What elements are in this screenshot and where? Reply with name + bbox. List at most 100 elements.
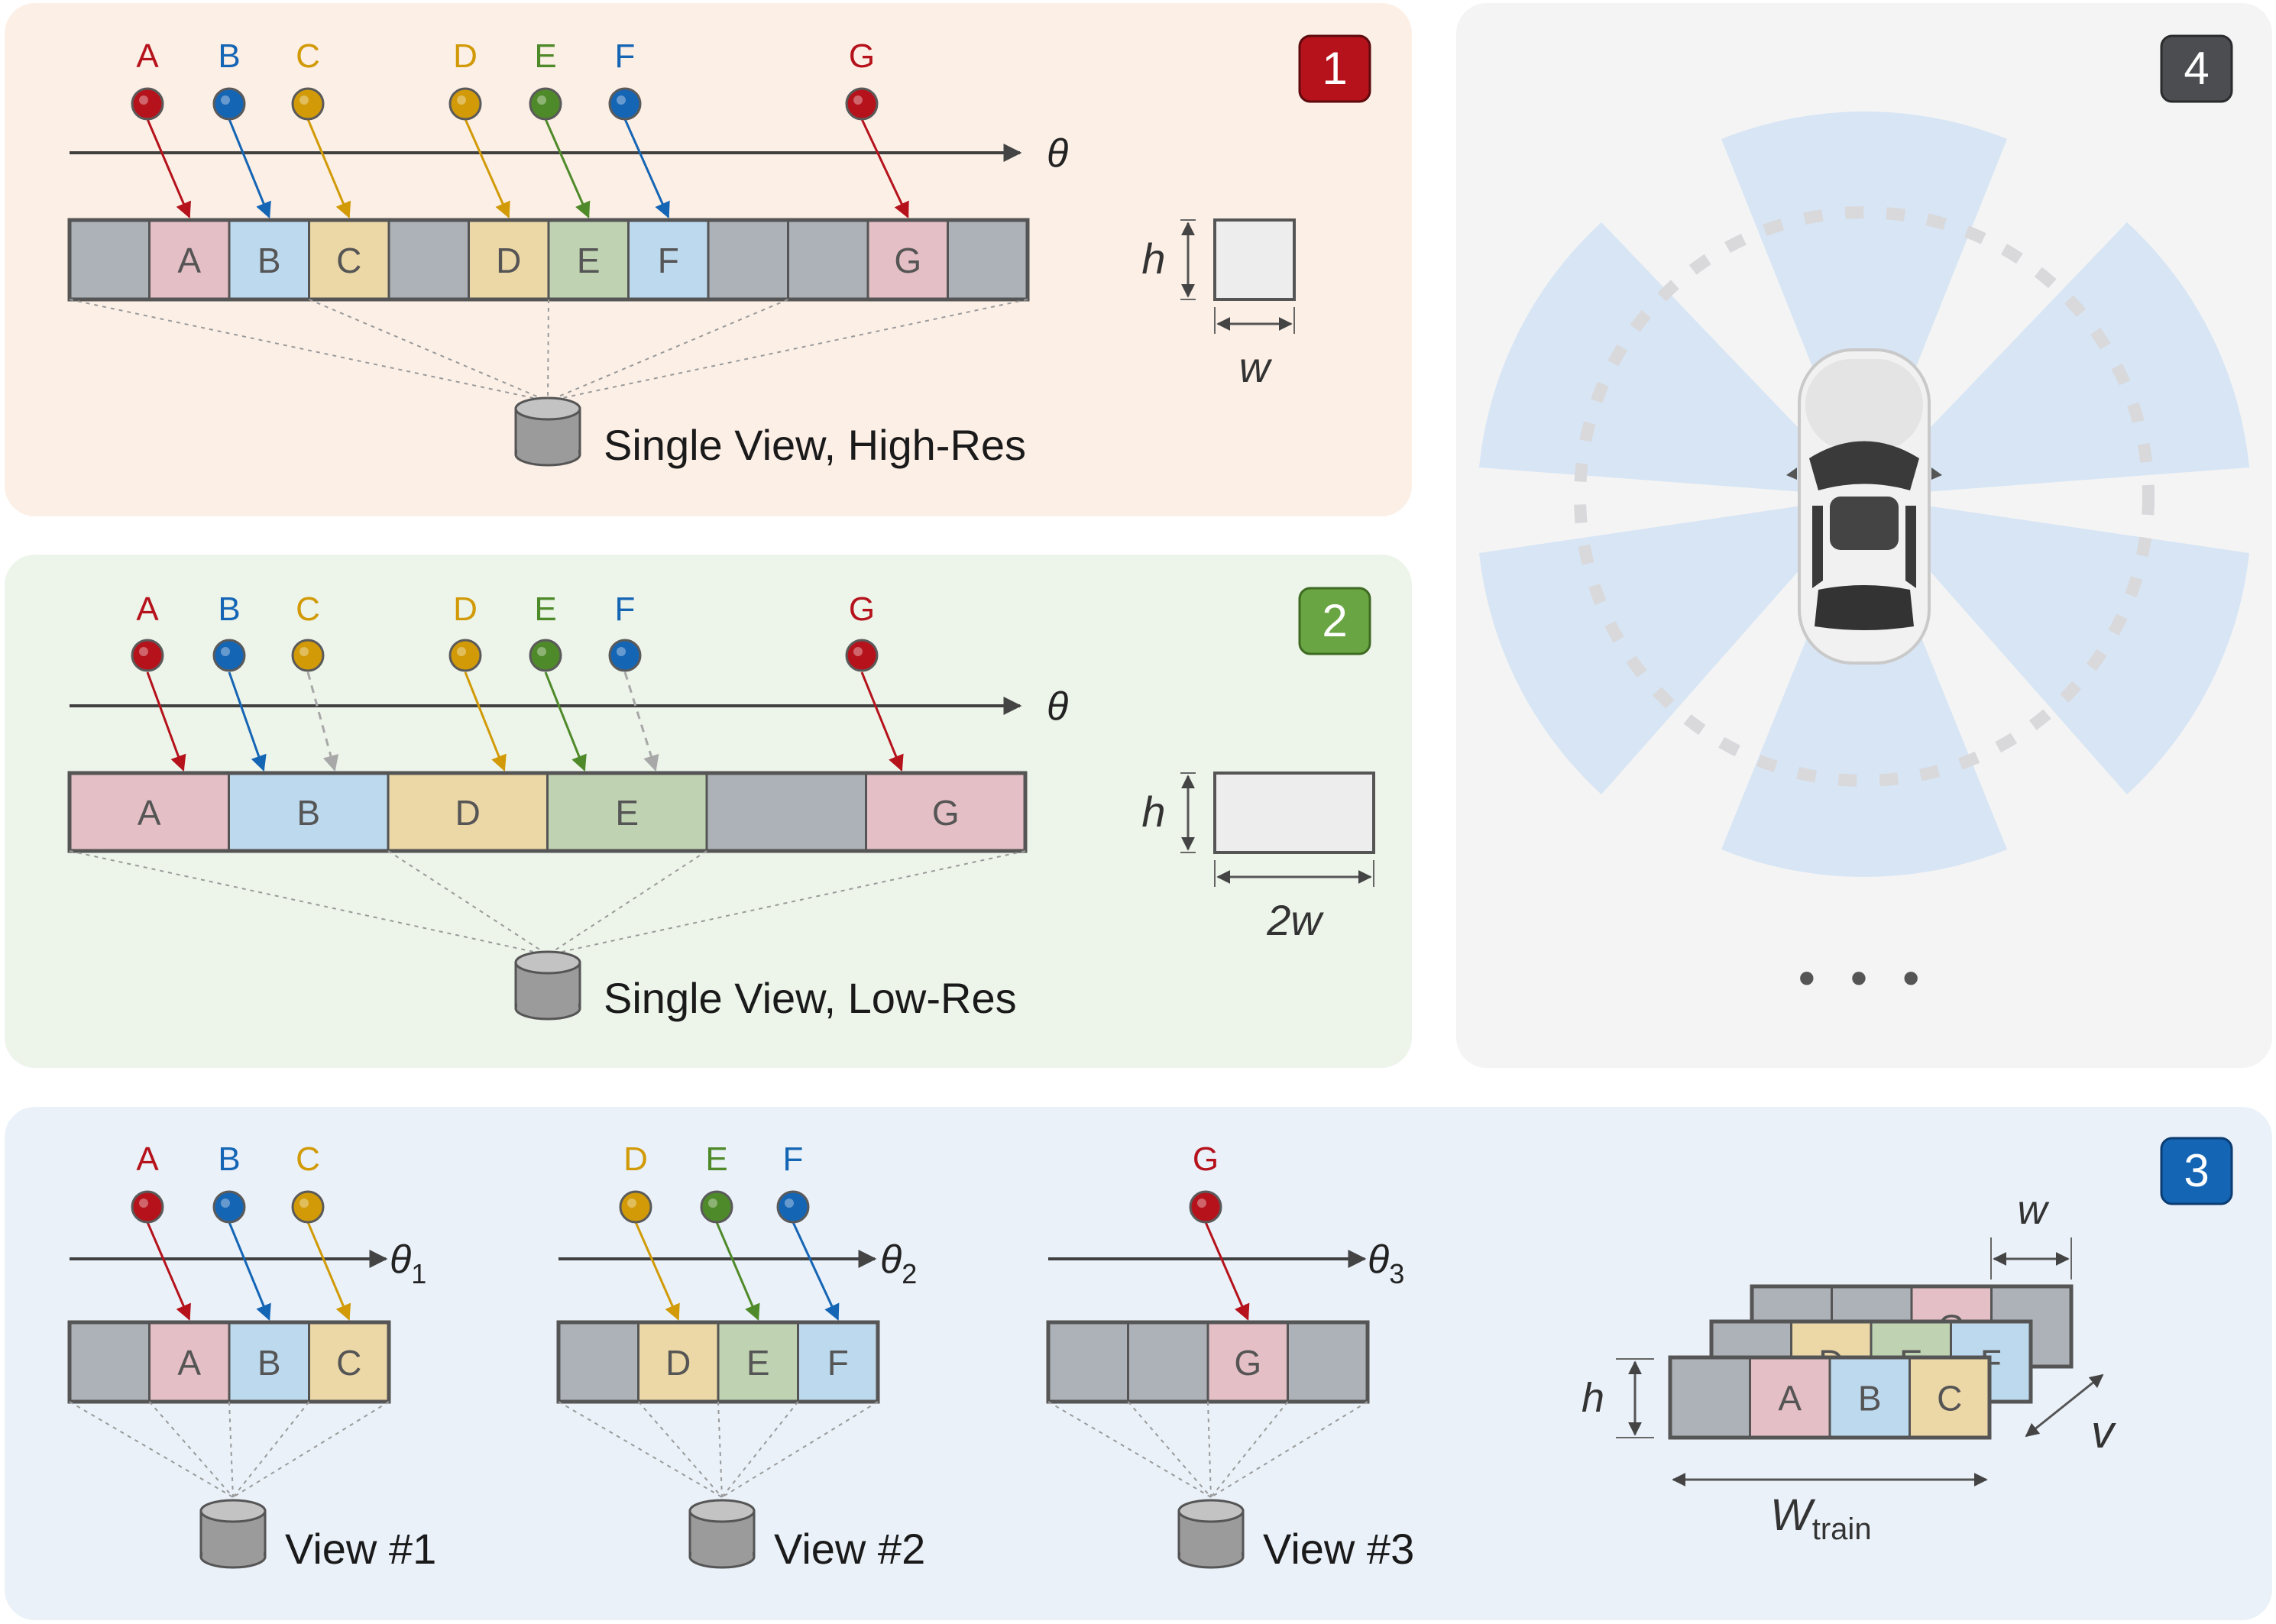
sensor-range-dashed-ring	[1574, 206, 2155, 787]
p1-cell-0	[68, 218, 151, 301]
p1-cell-2	[228, 218, 310, 301]
fov-rear-left	[1479, 497, 1864, 794]
point-dot-highlight-E	[708, 1199, 717, 1208]
point-label-B: B	[218, 590, 240, 628]
projection-arrow-D	[634, 1221, 680, 1321]
p1-cell-label-D: D	[496, 241, 521, 280]
projection-arrow-B	[228, 1221, 271, 1321]
view2-cell-label-D: D	[665, 1343, 691, 1383]
projection-arrow-B	[228, 671, 267, 772]
point-dot-highlight-G	[853, 647, 863, 656]
p1-cell-label-C: C	[336, 241, 361, 280]
view3-caption: View #3	[1263, 1525, 1414, 1573]
projection-arrow-E	[715, 1221, 760, 1321]
projection-arrow-A	[146, 1221, 191, 1321]
point-dot-highlight-G	[1197, 1199, 1206, 1208]
point-dot-C	[291, 639, 325, 672]
point-dot-D	[448, 87, 482, 121]
p1-frustum-ray-0	[69, 299, 549, 402]
p1-cell-9	[787, 218, 869, 301]
theta-axis-subscript: 3	[1389, 1258, 1404, 1289]
p1-cell-11	[947, 218, 1029, 301]
theta-axis-subscript: 2	[902, 1258, 917, 1289]
view1-frustum-ray-4	[232, 1401, 390, 1498]
p2-size-box	[1213, 772, 1375, 854]
stack-front-cell-3	[1909, 1356, 1991, 1439]
view2-cell-label-E: E	[746, 1343, 770, 1383]
stack-front-cell-label-C: C	[1937, 1379, 1962, 1419]
p1-frustum-ray-4	[547, 299, 1028, 402]
point-dot-G	[1189, 1190, 1222, 1224]
projection-arrow-F	[623, 118, 670, 218]
point-dot-B	[212, 1190, 246, 1224]
p1-cell-label-E: E	[577, 241, 601, 280]
point-dot-C	[291, 87, 325, 121]
panel-2-badge-text: 2	[1322, 595, 1347, 646]
point-dot-highlight-B	[221, 95, 230, 105]
point-dot-D	[448, 639, 482, 672]
stack-h-label: h	[1582, 1375, 1604, 1421]
point-label-A: A	[136, 590, 159, 628]
p1-cell-label-F: F	[658, 241, 679, 280]
point-dot-B	[212, 87, 246, 121]
point-label-E: E	[534, 37, 556, 75]
view2-frustum-ray-3	[721, 1401, 799, 1498]
p1-h-label: h	[1141, 235, 1165, 283]
view2-frustum-ray-0	[558, 1401, 723, 1498]
point-dot-highlight-E	[537, 647, 546, 656]
view3-frustum-ray-4	[1210, 1401, 1368, 1498]
point-dot-G	[845, 639, 879, 672]
point-label-D: D	[453, 590, 478, 628]
p1-cell-label-B: B	[257, 241, 281, 280]
point-dot-highlight-A	[139, 647, 148, 656]
point-dot-highlight-F	[617, 647, 626, 656]
point-dot-highlight-C	[299, 95, 309, 105]
point-dot-A	[131, 87, 164, 121]
view1-cell-3	[308, 1321, 390, 1403]
projection-arrow-C	[306, 671, 339, 772]
projection-arrow-D	[464, 671, 507, 772]
panel-3-badge: 3	[2160, 1137, 2233, 1205]
p2-cell-label-G: G	[932, 793, 960, 833]
point-dot-highlight-C	[299, 647, 309, 656]
view1-cell-label-C: C	[336, 1343, 361, 1383]
p2-cell-label-B: B	[296, 793, 320, 833]
panel-1-badge-text: 1	[1322, 43, 1347, 94]
p2-frustum-ray-1	[387, 850, 549, 956]
fov-front-right	[1864, 222, 2249, 497]
stack-front-cell-label-B: B	[1858, 1379, 1882, 1419]
point-dot-highlight-A	[139, 1199, 148, 1208]
p1-cell-5	[468, 218, 550, 301]
p2-cell-2	[387, 772, 549, 852]
point-label-D: D	[623, 1140, 648, 1178]
point-label-C: C	[296, 590, 320, 628]
panel-4-badge-text: 4	[2184, 43, 2209, 94]
stack-front-cell-0	[1669, 1356, 1751, 1439]
p2-cell-label-E: E	[615, 793, 639, 833]
p2-row-border	[67, 771, 1028, 853]
projection-arrow-D	[464, 118, 510, 218]
view1-cell-label-A: A	[177, 1343, 201, 1383]
panel-1-badge: 1	[1298, 34, 1371, 103]
view3-camera-top	[1177, 1499, 1245, 1523]
projection-arrow-F	[623, 671, 659, 772]
stack-front-cell-label-A: A	[1778, 1379, 1802, 1419]
stack-front-row-border	[1668, 1355, 1992, 1440]
point-dot-highlight-B	[221, 647, 230, 656]
view2-cell-label-F: F	[827, 1343, 849, 1383]
projection-arrow-G	[1204, 1221, 1250, 1321]
projection-arrow-A	[146, 671, 186, 772]
p1-frustum-ray-2	[547, 299, 549, 402]
p1-frustum-ray-3	[547, 299, 788, 402]
theta-axis-label: θ3	[1368, 1237, 1404, 1289]
p1-cell-3	[308, 218, 390, 301]
point-dot-A	[131, 639, 164, 672]
p2-cell-5	[865, 772, 1027, 852]
view3-cell-3	[1287, 1321, 1369, 1403]
point-dot-A	[131, 1190, 164, 1224]
view1-frustum-ray-3	[232, 1401, 310, 1498]
view3-frustum-ray-3	[1210, 1401, 1289, 1498]
p2-caption: Single View, Low-Res	[604, 974, 1017, 1022]
